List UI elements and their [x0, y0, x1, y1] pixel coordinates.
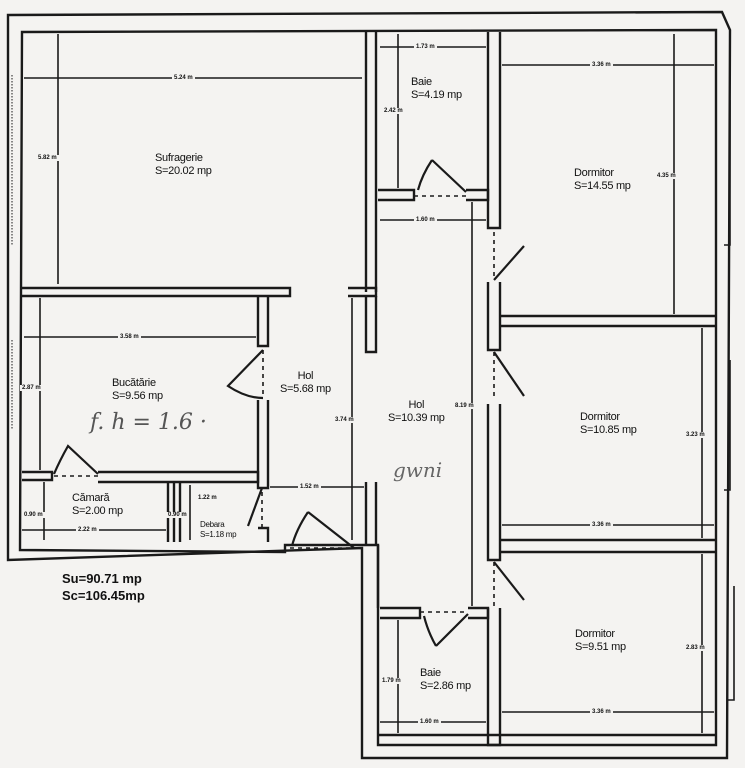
dim-hol-top-width: 1.60 m	[414, 217, 437, 223]
dim-hol2-height: 8.19 m	[453, 403, 476, 409]
dim-sufragerie-height: 5.82 m	[36, 155, 59, 161]
total-built-area: Sc=106.45mp	[62, 588, 145, 603]
dim-dormitor1-height: 4.35 m	[655, 173, 678, 179]
dim-sufragerie-width: 5.24 m	[172, 75, 195, 81]
dim-camara-height: 0.90 m	[22, 512, 45, 518]
dim-hol-mid-width: 1.52 m	[298, 484, 321, 490]
handwritten-note-hol: gwni	[393, 458, 443, 482]
dim-dormitor2-height: 3.23 m	[684, 432, 707, 438]
outer-wall	[6, 10, 732, 760]
dim-dormitor3-width: 3.36 m	[590, 709, 613, 715]
handwritten-note-height: f. h = 1.6 ·	[90, 410, 207, 435]
dim-dormitor1-width: 3.36 m	[590, 62, 613, 68]
total-usable-area: Su=90.71 mp	[62, 571, 142, 586]
dim-baie1-width: 1.73 m	[414, 44, 437, 50]
dim-bucatarie-width: 3.58 m	[118, 334, 141, 340]
dim-baie2-width: 1.60 m	[418, 719, 441, 725]
dim-camara-width: 2.22 m	[76, 527, 99, 533]
dim-baie1-height: 2.42 m	[382, 108, 405, 114]
dim-debara-width: 1.22 m	[196, 495, 219, 501]
dim-baie2-height: 1.79 m	[380, 678, 403, 684]
dim-bucatarie-height: 2.87 m	[20, 385, 43, 391]
dim-dormitor3-height: 2.83 m	[684, 645, 707, 651]
dim-debara-height: 0.90 m	[166, 512, 189, 518]
dim-hol1-height: 3.74 m	[333, 417, 356, 423]
dim-dormitor2-width: 3.36 m	[590, 522, 613, 528]
